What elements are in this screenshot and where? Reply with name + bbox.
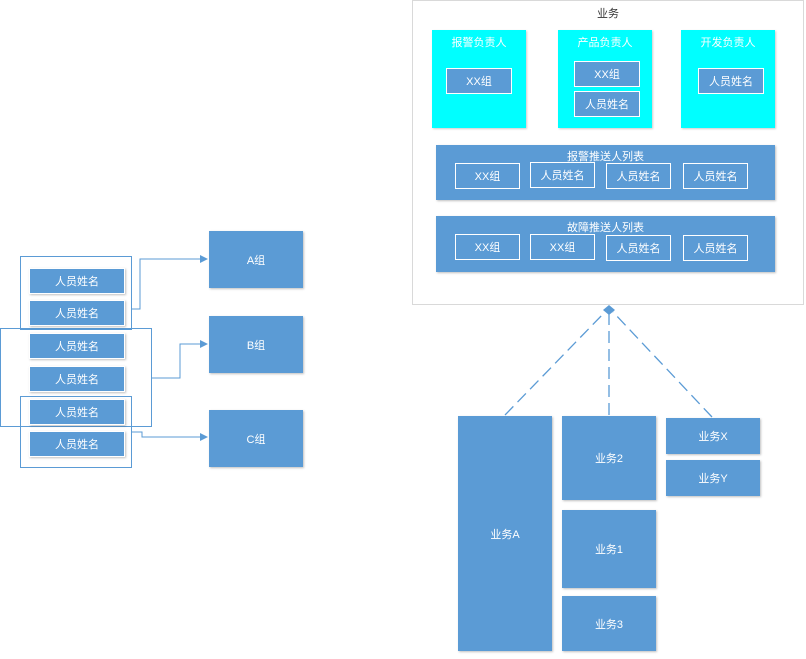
person-box-1[interactable]: 人员姓名 bbox=[29, 268, 125, 294]
business-block-2[interactable]: 业务2 bbox=[562, 416, 656, 500]
dashed-link-x bbox=[612, 311, 713, 418]
business-block-1[interactable]: 业务1 bbox=[562, 510, 656, 588]
fault-push-item-label: 人员姓名 bbox=[616, 243, 661, 255]
role-box-product-owner[interactable]: 产品负责人 XX组 人员姓名 bbox=[558, 30, 652, 128]
arrow-to-group-c bbox=[132, 431, 208, 441]
role-item[interactable]: XX组 bbox=[446, 68, 512, 94]
alarm-push-list-title: 报警推送人列表 bbox=[567, 151, 644, 163]
alarm-push-item[interactable]: XX组 bbox=[455, 163, 520, 189]
role-item[interactable]: 人员姓名 bbox=[574, 91, 640, 117]
person-label: 人员姓名 bbox=[55, 308, 99, 320]
person-label: 人员姓名 bbox=[55, 439, 99, 451]
dashed-link-a bbox=[504, 311, 606, 416]
alarm-push-item[interactable]: 人员姓名 bbox=[530, 162, 595, 188]
alarm-push-item-label: XX组 bbox=[474, 171, 501, 183]
role-title-alarm-owner: 报警负责人 bbox=[451, 37, 507, 49]
business-block-x[interactable]: 业务X bbox=[666, 418, 760, 454]
arrow-to-group-a bbox=[132, 255, 208, 310]
person-box-4[interactable]: 人员姓名 bbox=[29, 366, 125, 392]
fault-push-item-label: XX组 bbox=[549, 242, 576, 254]
fault-push-list[interactable]: 故障推送人列表 XX组 XX组 人员姓名 人员姓名 bbox=[436, 216, 775, 272]
business-panel-title: 业务 bbox=[597, 8, 619, 20]
business-block-3-label: 业务3 bbox=[594, 618, 624, 631]
business-block-1-label: 业务1 bbox=[594, 544, 624, 556]
person-label: 人员姓名 bbox=[55, 276, 99, 288]
fault-push-item[interactable]: 人员姓名 bbox=[606, 235, 671, 261]
group-frame-b bbox=[0, 328, 152, 427]
group-box-a[interactable]: A组 bbox=[209, 231, 303, 288]
aggregation-diamond-icon bbox=[603, 305, 615, 315]
role-item-label: XX组 bbox=[466, 76, 492, 88]
person-box-3[interactable]: 人员姓名 bbox=[29, 333, 125, 359]
role-item-label: 人员姓名 bbox=[709, 76, 753, 88]
alarm-push-item[interactable]: 人员姓名 bbox=[683, 163, 748, 189]
role-title-dev-owner: 开发负责人 bbox=[700, 37, 756, 49]
business-block-3[interactable]: 业务3 bbox=[562, 596, 656, 651]
person-box-2[interactable]: 人员姓名 bbox=[29, 300, 125, 326]
role-box-alarm-owner[interactable]: 报警负责人 XX组 bbox=[432, 30, 526, 128]
business-block-y-label: 业务Y bbox=[698, 473, 728, 485]
group-frame-c bbox=[20, 396, 132, 468]
person-label: 人员姓名 bbox=[55, 374, 99, 386]
group-label-b: B组 bbox=[246, 339, 266, 352]
business-block-y[interactable]: 业务Y bbox=[666, 460, 760, 496]
group-box-b[interactable]: B组 bbox=[209, 316, 303, 373]
business-block-a-label: 业务A bbox=[490, 528, 520, 541]
role-title-product-owner: 产品负责人 bbox=[577, 37, 633, 49]
business-block-2-label: 业务2 bbox=[594, 453, 624, 465]
business-block-x-label: 业务X bbox=[698, 431, 728, 443]
fault-push-item[interactable]: 人员姓名 bbox=[683, 235, 748, 261]
role-item[interactable]: XX组 bbox=[574, 61, 640, 87]
person-box-5[interactable]: 人员姓名 bbox=[29, 399, 125, 425]
group-frame-a bbox=[20, 256, 132, 330]
group-label-c: C组 bbox=[246, 433, 266, 446]
person-label: 人员姓名 bbox=[55, 407, 99, 419]
fault-push-item[interactable]: XX组 bbox=[530, 234, 595, 260]
alarm-push-item-label: 人员姓名 bbox=[693, 171, 738, 183]
business-block-a[interactable]: 业务A bbox=[458, 416, 552, 651]
fault-push-item-label: XX组 bbox=[474, 242, 501, 254]
role-item[interactable]: 人员姓名 bbox=[698, 68, 764, 94]
fault-push-item-label: 人员姓名 bbox=[693, 243, 738, 255]
alarm-push-item[interactable]: 人员姓名 bbox=[606, 163, 671, 189]
role-item-label: 人员姓名 bbox=[585, 99, 629, 111]
role-item-label: XX组 bbox=[594, 69, 620, 81]
fault-push-list-title: 故障推送人列表 bbox=[567, 222, 644, 234]
business-panel: 业务 报警负责人 XX组 产品负责人 XX组 人员姓名 开发负责人 人员姓名 报… bbox=[412, 0, 804, 305]
role-box-dev-owner[interactable]: 开发负责人 人员姓名 bbox=[681, 30, 775, 128]
alarm-push-list[interactable]: 报警推送人列表 XX组 人员姓名 人员姓名 人员姓名 bbox=[436, 145, 775, 200]
group-box-c[interactable]: C组 bbox=[209, 410, 303, 467]
alarm-push-item-label: 人员姓名 bbox=[540, 170, 585, 182]
fault-push-item[interactable]: XX组 bbox=[455, 234, 520, 260]
person-box-6[interactable]: 人员姓名 bbox=[29, 431, 125, 457]
person-label: 人员姓名 bbox=[55, 341, 99, 353]
alarm-push-item-label: 人员姓名 bbox=[616, 171, 661, 183]
arrow-to-group-b bbox=[152, 340, 208, 379]
group-label-a: A组 bbox=[246, 254, 266, 267]
